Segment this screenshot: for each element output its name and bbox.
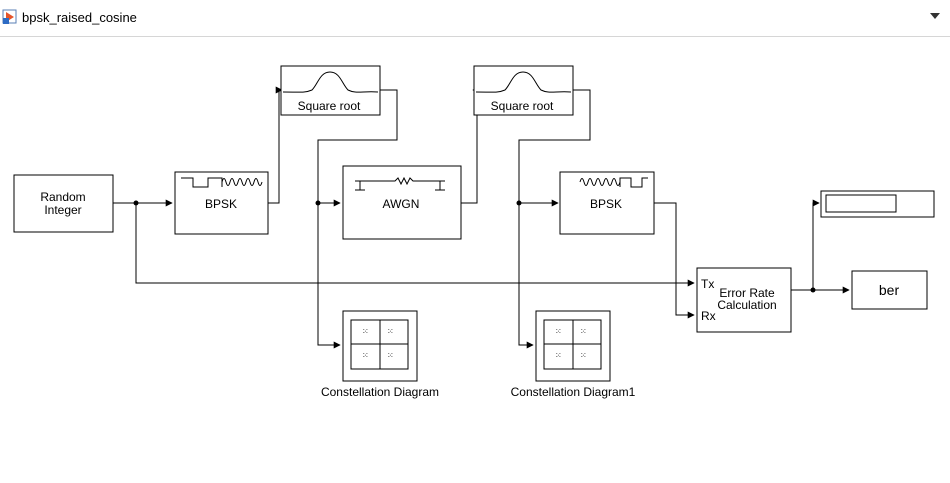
error-rate-label-line1: Error Rate — [719, 286, 775, 300]
square-wave-icon — [619, 177, 648, 188]
branch-point — [516, 200, 522, 206]
display-block[interactable] — [820, 190, 935, 218]
constellation-diagram-block[interactable]: ⁙ ⁙ ⁙ ⁙ Constellation Diagram — [321, 310, 439, 399]
chevron-down-icon[interactable] — [928, 10, 942, 22]
branch-point — [133, 200, 139, 206]
svg-text:⁙: ⁙ — [580, 327, 587, 336]
signal-lines — [113, 86, 850, 349]
svg-text:⁙: ⁙ — [362, 327, 369, 336]
bpsk-mod-label: BPSK — [205, 197, 237, 211]
pulse-shape-icon — [475, 71, 572, 93]
svg-text:⁙: ⁙ — [387, 351, 394, 360]
sqrt-tx-label: Square root — [298, 99, 361, 113]
diagram-canvas: Random Integer BPSK Square root AWGN Squ… — [0, 38, 950, 478]
bpsk-modulator-block[interactable]: BPSK — [174, 171, 269, 235]
svg-text:⁙: ⁙ — [580, 351, 587, 360]
ber-label: ber — [879, 282, 900, 298]
constellation1-label: Constellation Diagram — [321, 385, 439, 399]
error-rate-port-tx: Tx — [701, 277, 714, 291]
error-rate-label-line2: Calculation — [717, 298, 776, 312]
title-bar: bpsk_raised_cosine — [0, 0, 950, 37]
branch-point — [315, 200, 321, 206]
random-integer-label-line1: Random — [40, 190, 85, 204]
svg-text:⁙: ⁙ — [387, 327, 394, 336]
line-random-to-tx — [135, 203, 695, 287]
line-err-to-display — [791, 199, 820, 291]
modulated-wave-icon — [221, 178, 263, 186]
line-sqrt-to-const1 — [317, 203, 341, 349]
display-value-field — [825, 194, 897, 213]
constellation-diagram1-block[interactable]: ⁙ ⁙ ⁙ ⁙ Constellation Diagram1 — [511, 310, 636, 399]
constellation2-label: Constellation Diagram1 — [511, 385, 636, 399]
random-integer-block[interactable]: Random Integer — [13, 174, 114, 233]
error-rate-calculation-block[interactable]: Tx Rx Error Rate Calculation — [696, 267, 792, 333]
bpsk-demodulator-block[interactable]: BPSK — [559, 171, 655, 235]
line-demod-to-rx — [654, 202, 695, 319]
svg-text:⁙: ⁙ — [555, 327, 562, 336]
simulink-model-icon — [2, 9, 17, 24]
bpsk-demod-label: BPSK — [590, 197, 622, 211]
line-sqrt-to-awgn — [317, 89, 398, 207]
awgn-label: AWGN — [383, 197, 420, 211]
error-rate-port-rx: Rx — [701, 309, 716, 323]
channel-icon — [355, 176, 445, 191]
square-wave-icon — [181, 177, 223, 188]
diagram-svg: Random Integer BPSK Square root AWGN Squ… — [13, 65, 935, 399]
modulated-wave-icon — [579, 178, 621, 186]
svg-text:⁙: ⁙ — [362, 351, 369, 360]
ber-to-workspace-block[interactable]: ber — [851, 270, 928, 310]
sqrt-rx-label: Square root — [491, 99, 554, 113]
random-integer-label-line2: Integer — [44, 203, 81, 217]
awgn-channel-block[interactable]: AWGN — [342, 165, 462, 240]
sqrt-raised-cosine-rx-block[interactable]: Square root — [473, 65, 574, 116]
line-sqrt2-to-const2 — [518, 203, 534, 349]
line-bpsk-to-sqrt — [268, 86, 283, 204]
branch-point — [810, 287, 816, 293]
line-sqrt2-to-demod — [518, 89, 591, 207]
sqrt-raised-cosine-tx-block[interactable]: Square root — [280, 65, 381, 116]
pulse-shape-icon — [282, 71, 379, 93]
model-title: bpsk_raised_cosine — [22, 10, 137, 25]
svg-text:⁙: ⁙ — [555, 351, 562, 360]
